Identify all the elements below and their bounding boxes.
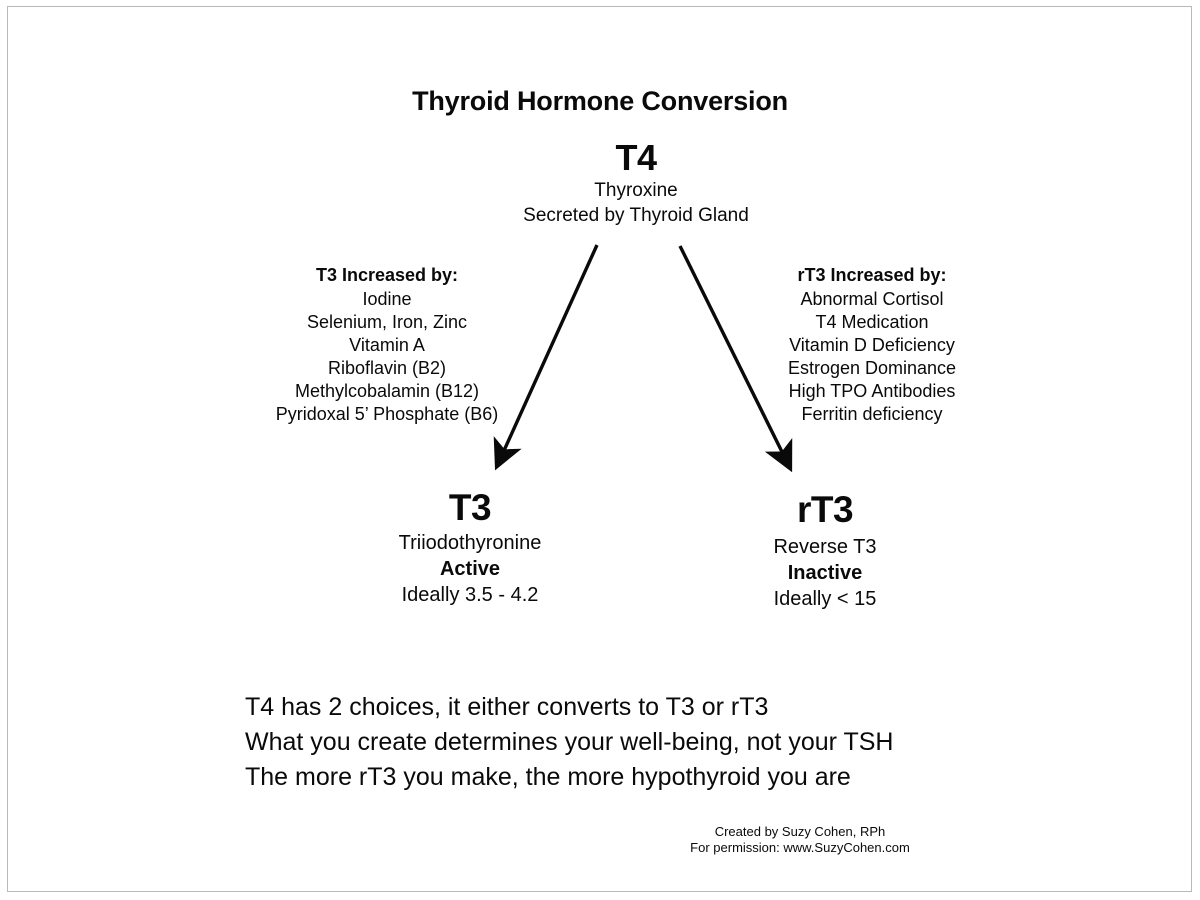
node-t4-origin: Secreted by Thyroid Gland: [523, 205, 749, 226]
node-rt3-state: Inactive: [787, 562, 863, 584]
node-t3-name: Triiodothyronine: [398, 532, 542, 554]
factor-item: Vitamin D Deficiency: [789, 335, 955, 355]
factor-item: Methylcobalamin (B12): [294, 381, 480, 401]
factor-item: Abnormal Cortisol: [800, 289, 944, 309]
factor-item: Vitamin A: [349, 335, 425, 355]
factor-item: T4 Medication: [815, 312, 929, 332]
footer-author: Created by Suzy Cohen, RPh: [714, 824, 886, 839]
factor-item: Iodine: [362, 289, 412, 309]
factor-list-t3: T3 Increased by: Iodine Selenium, Iron, …: [227, 264, 547, 426]
factor-list-t3-heading: T3 Increased by:: [315, 265, 459, 285]
node-rt3-range: Ideally < 15: [773, 588, 877, 610]
footer-credit: Created by Suzy Cohen, RPh For permissio…: [600, 824, 1000, 856]
page-title: Thyroid Hormone Conversion: [412, 86, 788, 116]
factor-item: Riboflavin (B2): [327, 358, 447, 378]
node-t4: T4 Thyroxine Secreted by Thyroid Gland: [436, 138, 836, 228]
factor-list-rt3: rT3 Increased by: Abnormal Cortisol T4 M…: [712, 264, 1032, 426]
node-t3-symbol: T3: [448, 487, 492, 528]
node-t3: T3 Triiodothyronine Active Ideally 3.5 -…: [290, 486, 650, 609]
node-t3-range: Ideally 3.5 - 4.2: [401, 584, 539, 606]
summary-line: What you create determines your well-bei…: [245, 728, 894, 756]
node-rt3-name: Reverse T3: [773, 536, 877, 558]
factor-item: Ferritin deficiency: [801, 404, 943, 424]
node-rt3-symbol: rT3: [796, 489, 854, 530]
factor-item: Selenium, Iron, Zinc: [306, 312, 468, 332]
factor-item: Estrogen Dominance: [787, 358, 957, 378]
summary-line: T4 has 2 choices, it either converts to …: [245, 693, 769, 721]
footer-permission: For permission: www.SuzyCohen.com: [690, 840, 910, 855]
node-t4-name: Thyroxine: [594, 180, 678, 201]
node-t4-symbol: T4: [615, 137, 657, 178]
node-rt3: rT3 Reverse T3 Inactive Ideally < 15: [645, 486, 1005, 610]
summary-text: T4 has 2 choices, it either converts to …: [245, 690, 1045, 795]
node-t3-state: Active: [439, 558, 501, 580]
factor-item: Pyridoxal 5’ Phosphate (B6): [275, 404, 499, 424]
factor-list-rt3-heading: rT3 Increased by:: [797, 265, 947, 285]
factor-item: High TPO Antibodies: [788, 381, 956, 401]
summary-line: The more rT3 you make, the more hypothyr…: [245, 763, 851, 791]
